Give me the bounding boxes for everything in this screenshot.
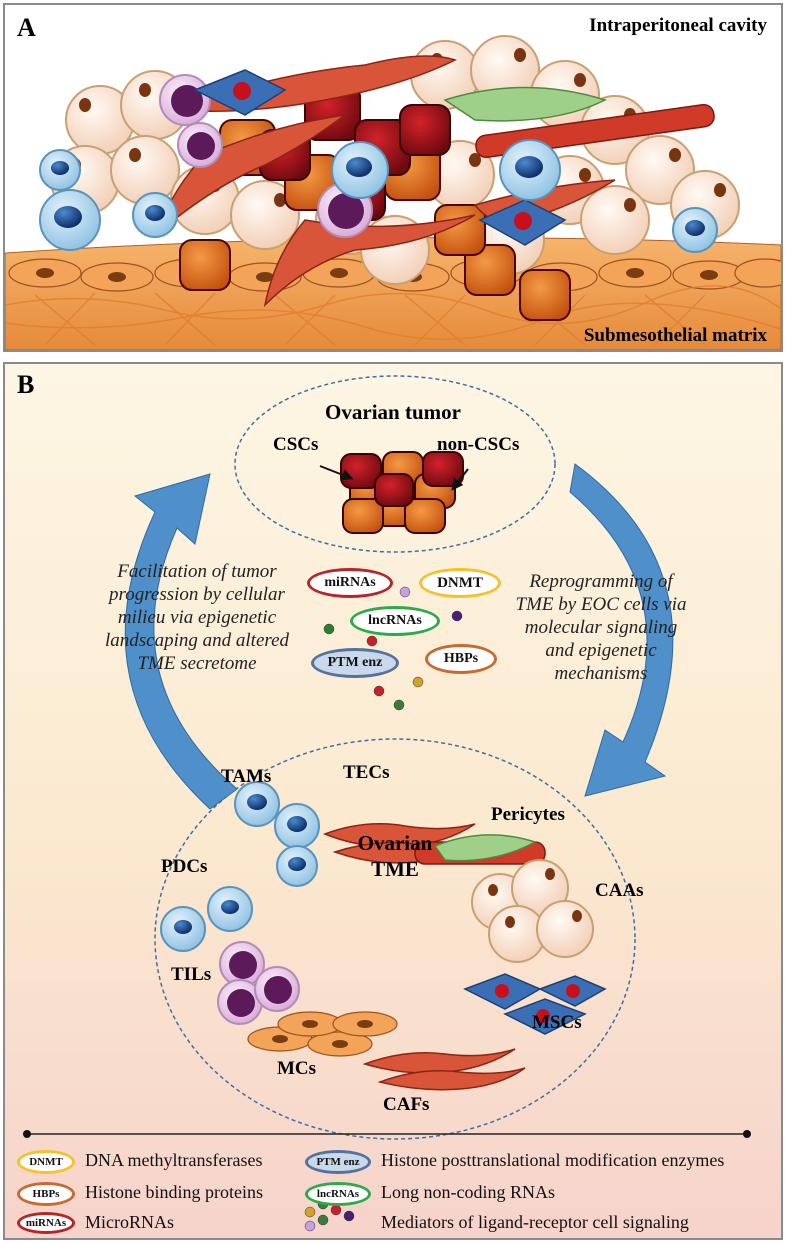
cafs-label: CAFs <box>383 1094 430 1115</box>
mcs-label: MCs <box>277 1058 317 1079</box>
mscs-label: MSCs <box>532 1012 582 1033</box>
tils-label: TILs <box>171 964 212 985</box>
legend-ptm-text: Histone posttranslational modification e… <box>381 1150 725 1170</box>
legend-lncrnas-pill: lncRNAs <box>305 1182 371 1206</box>
tumor-ellipse <box>234 375 556 553</box>
tecs-label: TECs <box>343 762 390 783</box>
lncrnas-pill: lncRNAs <box>350 606 440 636</box>
panel-b-illustration <box>23 375 751 1232</box>
cscs-label: CSCs <box>273 434 319 455</box>
pericytes-label: Pericytes <box>491 804 565 825</box>
panel-a: A Intraperitoneal cavity Submesothelial … <box>3 3 783 352</box>
legend-hbps-text: Histone binding proteins <box>85 1182 263 1202</box>
left-process-text: Facilitation of tumor progression by cel… <box>105 561 289 674</box>
panel-a-illustration <box>5 35 781 350</box>
left-arrow <box>124 473 238 810</box>
tams-label: TAMs <box>221 766 272 787</box>
submesothelial-matrix-label: Submesothelial matrix <box>583 325 767 346</box>
non-cscs-label: non-CSCs <box>437 434 520 455</box>
mirnas-pill: miRNAs <box>307 568 393 598</box>
hbps-pill: HBPs <box>425 644 497 674</box>
ovarian-tumor-title: Ovarian tumor <box>325 400 461 424</box>
ovarian-tme-title: Ovarian TME <box>357 831 433 881</box>
legend-mirnas-text: MicroRNAs <box>85 1212 174 1232</box>
intraperitoneal-cavity-label: Intraperitoneal cavity <box>589 15 767 36</box>
pdcs-label: PDCs <box>161 856 208 877</box>
legend-mirnas-pill: miRNAs <box>17 1212 75 1234</box>
ptm-enz-pill: PTM enz <box>311 648 399 678</box>
legend-dnmt-pill: DNMT <box>17 1150 75 1174</box>
legend-hbps-pill: HBPs <box>17 1182 75 1206</box>
dnmt-pill: DNMT <box>419 568 501 598</box>
tme-ellipse <box>154 738 636 1140</box>
legend-ptm-pill: PTM enz <box>305 1150 371 1174</box>
panel-b-label: B <box>17 370 35 399</box>
right-arrow <box>569 463 674 797</box>
legend-mediators-text: Mediators of ligand-receptor cell signal… <box>381 1212 689 1232</box>
caas-label: CAAs <box>595 880 644 901</box>
right-process-text: Reprogramming of TME by EOC cells via mo… <box>515 571 687 684</box>
legend-lncrnas-text: Long non-coding RNAs <box>381 1182 555 1202</box>
legend-dnmt-text: DNA methyltransferases <box>85 1150 263 1170</box>
panel-a-label: A <box>17 13 36 42</box>
panel-b: B Ovarian tumor CSCs non-CSCs Facilitati… <box>3 362 783 1240</box>
